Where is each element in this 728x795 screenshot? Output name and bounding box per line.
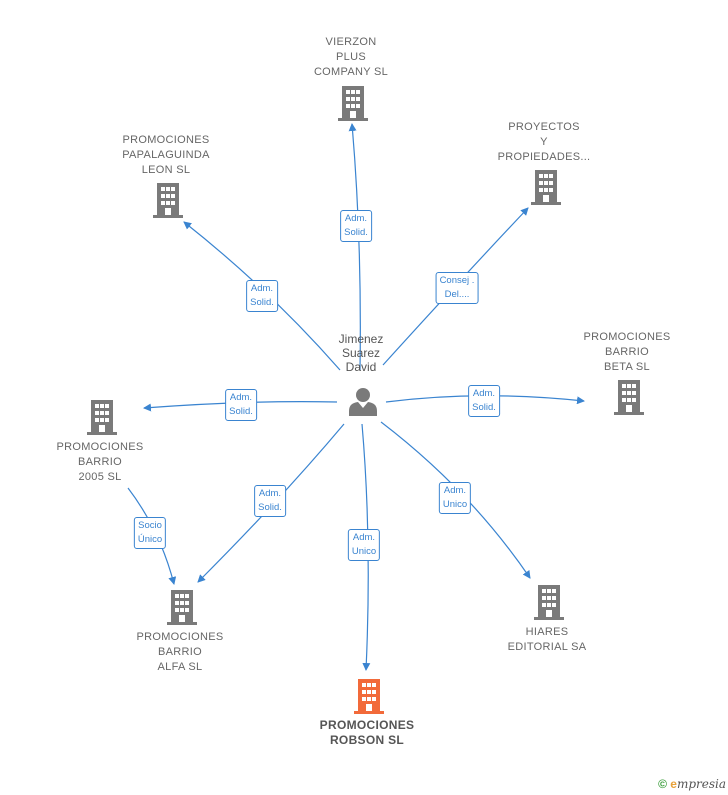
relation-label-alfa: Adm.Solid. <box>254 485 286 517</box>
brand-initial: e <box>670 777 677 791</box>
person-name[interactable]: Jimenez Suarez David <box>338 332 384 374</box>
relation-label-robson: Adm.Unico <box>347 529 381 561</box>
building-icon[interactable] <box>153 183 183 223</box>
relation-label-papalaguinda: Adm.Solid. <box>246 280 278 312</box>
edge-vierzon <box>348 123 361 371</box>
brand-name: mpresia <box>676 777 726 791</box>
relation-label-hiares: Adm.Unico <box>438 482 472 514</box>
relation-label-b2005: Adm.Solid. <box>225 389 257 421</box>
building-icon[interactable] <box>534 585 564 625</box>
copyright-icon: © <box>658 777 667 791</box>
building-icon[interactable] <box>614 380 644 420</box>
building-icon[interactable] <box>338 86 368 126</box>
relation-label-proyectos: Consej .Del.... <box>435 272 479 304</box>
building-icon[interactable] <box>87 400 117 440</box>
person-icon[interactable] <box>348 386 378 421</box>
building-icon[interactable] <box>167 590 197 630</box>
relation-label-vierzon: Adm.Solid. <box>340 210 372 242</box>
footer-brand: © empresia <box>658 777 726 791</box>
relation-label-beta: Adm.Solid. <box>468 385 500 417</box>
building-icon-highlighted[interactable] <box>354 679 384 719</box>
building-icon[interactable] <box>531 170 561 210</box>
